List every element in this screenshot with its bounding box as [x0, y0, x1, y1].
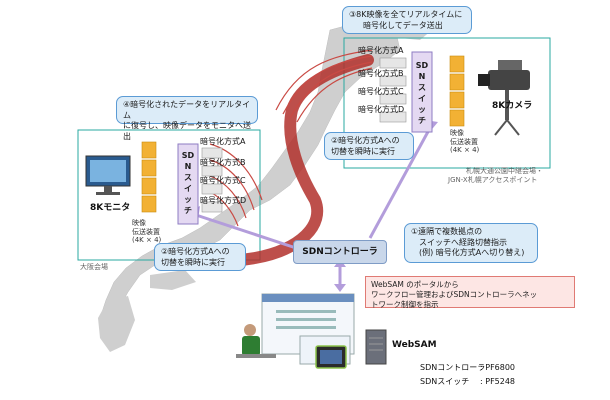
kyushu-map [98, 296, 135, 352]
osaka-switch-label: SDNスイッチ [181, 151, 195, 215]
osaka-switch-body [177, 143, 199, 225]
osaka-enc-c: 暗号化方式C [200, 176, 246, 185]
sapporo-enc-d: 暗号化方式D [358, 105, 405, 114]
sapporo-enc-b: 暗号化方式B [358, 69, 404, 78]
server-icon [365, 329, 387, 365]
websam-label: WebSAM [392, 340, 437, 350]
osaka-device-label-3: (4K × 4) [132, 236, 162, 244]
operator-icon [236, 324, 276, 358]
lane-stripes-sapporo [275, 49, 373, 123]
osaka-enc-d: 暗号化方式D [200, 196, 247, 205]
sapporo-site-label-2: JGN-X札幌アクセスポイント [448, 176, 538, 184]
callout-step2-osaka: ②暗号化方式Aへの 切替を瞬時に実行 [154, 243, 246, 271]
sapporo-enc-devices [379, 57, 407, 123]
sapporo-switch-label: SDNスイッチ [415, 61, 429, 125]
osaka-enc-devices [201, 147, 223, 213]
camera-label: 8Kカメラ [492, 101, 533, 111]
lane-stripes-osaka [209, 143, 263, 227]
callout-step1: ①遠隔で複数拠点の スイッチへ経路切替指示 (例) 暗号化方式Aへ切り替え) [404, 223, 538, 263]
legend-switch: SDNスイッチ: PF5248 [420, 377, 516, 386]
monitor-icon [85, 155, 131, 195]
ctrl-arrow-osaka [195, 213, 297, 250]
sapporo-enc-c: 暗号化方式C [358, 87, 404, 96]
osaka-site-label: 大阪会場 [80, 263, 108, 271]
legend-controller: SDNコントローラ: PF6800 [420, 363, 516, 372]
shikoku-map [150, 270, 196, 290]
callout-step2-sapporo: ②暗号化方式Aへの 切替を瞬時に実行 [324, 132, 414, 160]
osaka-transport-device [141, 141, 157, 213]
sdn-controller: SDNコントローラ [293, 240, 387, 264]
osaka-device-label-1: 映像 [132, 219, 146, 227]
tablet-icon [315, 345, 347, 369]
callout-step4: ④暗号化されたデータをリアルタイム に復号し、映像データをモニタへ送出 [116, 96, 258, 141]
monitor-label: 8Kモニタ [90, 203, 131, 213]
ctrl-arrow-sapporo [368, 127, 432, 239]
sapporo-switch-body [411, 51, 433, 133]
websam-note: WebSAM のポータルから ワークフロー管理およびSDNコントローラへネッ ト… [365, 276, 575, 309]
sapporo-site-box [343, 37, 551, 169]
osaka-device-label-2: 伝送装置 [132, 228, 160, 236]
ctrl-arrowhead-down [334, 284, 346, 292]
sapporo-site-label-1: 札幌大通公園中継会場・ [466, 167, 543, 175]
sapporo-enc-a: 暗号化方式A [358, 46, 404, 55]
sapporo-transport-device [449, 55, 465, 127]
osaka-enc-a: 暗号化方式A [200, 137, 246, 146]
osaka-enc-b: 暗号化方式B [200, 158, 246, 167]
sapporo-device-label-1: 映像 [450, 129, 464, 137]
sapporo-device-label-3: (4K × 4) [450, 146, 480, 154]
camera-icon [478, 60, 530, 136]
callout-step3: ③8K映像を全てリアルタイムに 暗号化してデータ送出 [342, 6, 472, 34]
sapporo-device-label-2: 伝送装置 [450, 138, 478, 146]
